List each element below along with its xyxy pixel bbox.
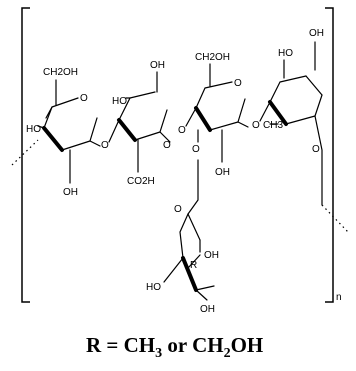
ring3-ring-oxygen: O xyxy=(234,78,242,89)
ring1-ho-label: HO xyxy=(26,124,41,135)
side-ring-oxygen: O xyxy=(174,204,182,215)
ring-3 xyxy=(194,63,249,163)
ring2-co2h-label: CO2H xyxy=(127,176,155,187)
link12-oxygen: O xyxy=(101,140,109,151)
side-ring-oh-bottom: OH xyxy=(200,304,215,315)
ring4-ho-label: HO xyxy=(278,48,293,59)
ring4-oh-top-label: OH xyxy=(309,28,324,39)
ring-2 xyxy=(117,71,171,173)
ring1-oh-label: OH xyxy=(63,187,78,198)
link23-oxygen: O xyxy=(178,125,186,136)
link34-oxygen: O xyxy=(252,120,260,131)
ring1-ring-oxygen: O xyxy=(80,93,88,104)
ring3-ch2oh-label: CH2OH xyxy=(195,52,230,63)
left-bracket xyxy=(21,7,30,303)
side-ring-ho-label: HO xyxy=(146,282,161,293)
right-bracket xyxy=(325,7,334,303)
side-ring xyxy=(163,159,215,301)
ring1-ch2oh-label: CH2OH xyxy=(43,67,78,78)
ring-1 xyxy=(11,79,101,184)
ring2-oh-label: OH xyxy=(150,60,165,71)
side-ring-oh-right: OH xyxy=(204,250,219,261)
ring3-oxygen-down: O xyxy=(192,144,200,155)
ring3-oh-label: OH xyxy=(215,167,230,178)
substituent-caption: R = CH3 or CH2OH xyxy=(86,333,263,361)
ring-4 xyxy=(268,41,349,233)
ring4-ch3-label: CH3 xyxy=(263,120,283,131)
ring4-ring-oxygen: O xyxy=(312,144,320,155)
ring2-ho-label: HO xyxy=(112,96,127,107)
ring2-ring-oxygen: O xyxy=(163,140,171,151)
side-ring-r-label: R xyxy=(190,260,197,271)
repeat-n-label: n xyxy=(336,292,342,303)
